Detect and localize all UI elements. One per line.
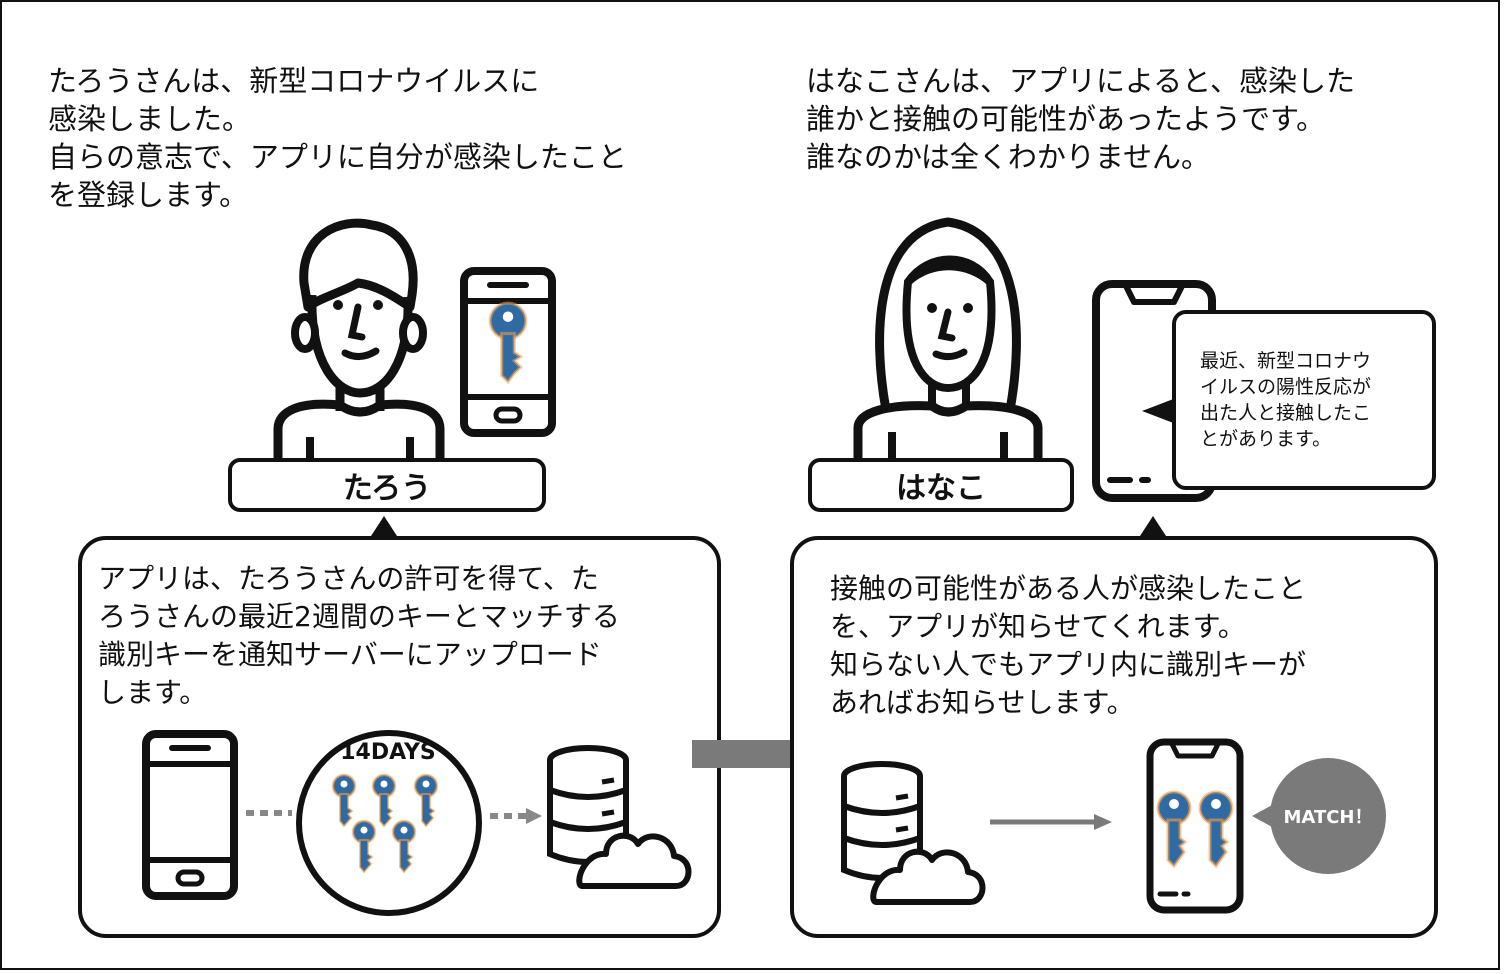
smartphone-icon (142, 730, 238, 900)
taro-person-icon (273, 218, 445, 465)
taro-intro-text: たろうさんは、新型コロナウイルスに 感染しました。 自らの意志で、アプリに自分が… (48, 64, 627, 212)
dotted-connector-icon (246, 810, 292, 816)
server-cloud-icon (547, 745, 692, 889)
key-cluster-icon (331, 773, 439, 874)
hanako-person-icon (853, 217, 1043, 462)
bubble-pointer-icon (1142, 398, 1176, 424)
hanako-panel-text: 接触の可能性がある人が感染したこと を、アプリが知らせてくれます。 知らない人で… (830, 572, 1307, 719)
notification-bubble: 最近、新型コロナウ イルスの陽性反応が 出た人と接触したこ とがあります。 (1172, 310, 1436, 490)
taro-pointer-triangle (371, 516, 397, 536)
server-cloud-icon (841, 761, 986, 905)
hanako-intro-text: はなこさんは、アプリによると、感染した 誰かと接触の可能性があったようです。 誰… (806, 64, 1355, 174)
match-pointer-icon (1252, 804, 1274, 828)
matched-keys-icon (1156, 790, 1234, 869)
download-arrow-icon (990, 814, 1112, 830)
taro-panel-text: アプリは、たろうさんの許可を得て、た ろうさんの最近2週間のキーとマッチする 識… (98, 562, 620, 709)
hanako-name-box: はなこ (808, 458, 1074, 512)
match-phone-icon (1146, 738, 1244, 914)
dotted-arrow-icon (490, 808, 542, 824)
taro-name-box: たろう (228, 458, 546, 512)
hanako-pointer-triangle (1140, 516, 1166, 536)
days-label: 14DAYS (340, 740, 436, 765)
match-badge: MATCH！ (1270, 758, 1386, 874)
key-icon (488, 301, 528, 385)
